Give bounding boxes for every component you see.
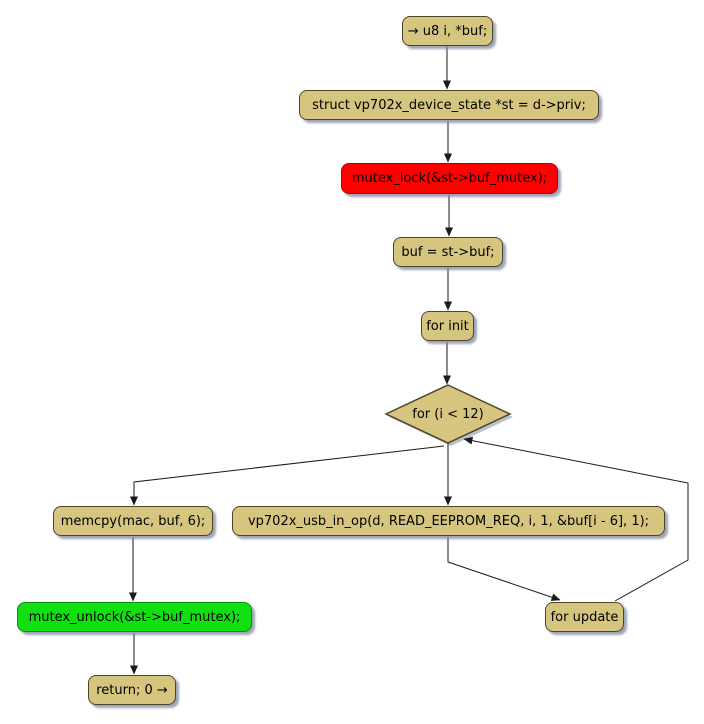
flow-node-mutex-unlock: mutex_unlock(&st->buf_mutex); [17,602,252,632]
edge-forupdate-condition-loopback [463,436,689,602]
loop-condition-label: for (i < 12) [412,406,484,422]
flow-node-for-init: for init [421,311,474,341]
flow-node-usb-in-op: vp702x_usb_in_op(d, READ_EEPROM_REQ, i, … [232,506,665,536]
flow-node-mutex-lock: mutex_lock(&st->buf_mutex); [341,163,558,194]
edge-usb-forupdate [447,537,561,602]
flow-node-start: → u8 i, *buf; [402,16,493,46]
edge-condition-memcpy [130,445,445,506]
flow-node-memcpy: memcpy(mac, buf, 6); [53,506,213,536]
flow-node-declare-state: struct vp702x_device_state *st = d->priv… [299,90,599,120]
flow-node-assign-buf: buf = st->buf; [393,237,503,267]
flow-node-return: return; 0 → [88,675,176,705]
flow-node-for-update: for update [545,602,624,632]
